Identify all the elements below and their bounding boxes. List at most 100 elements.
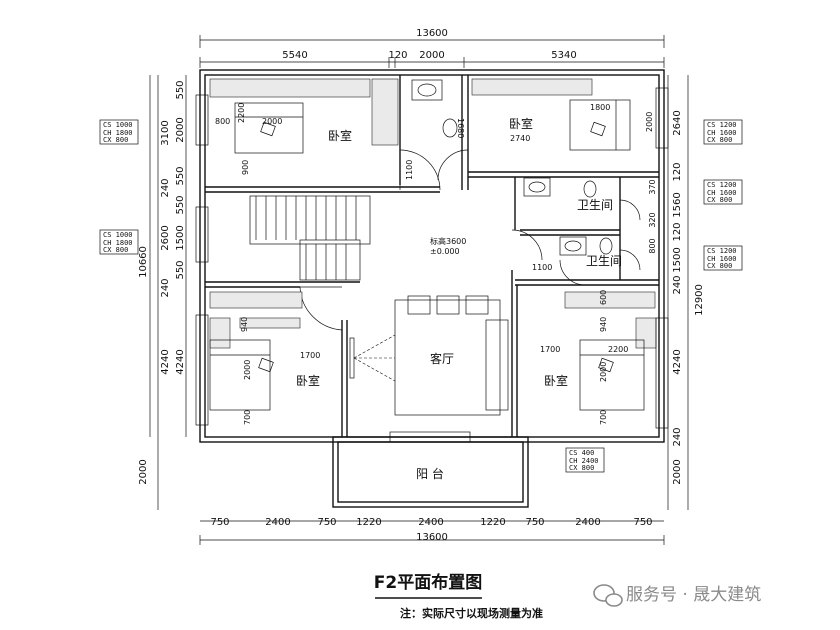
svg-text:CS 1200: CS 1200 bbox=[707, 181, 737, 189]
living-rug bbox=[394, 299, 501, 416]
dim-tr-1800: 1800 bbox=[590, 103, 610, 112]
dim-br-700: 700 bbox=[599, 410, 608, 425]
room-balcony: 阳 台 bbox=[416, 466, 444, 481]
right-total: 12900 bbox=[694, 284, 705, 316]
room-living: 客厅 bbox=[430, 351, 454, 366]
left-inner-4: 550 bbox=[175, 195, 186, 214]
bed-bottom-left bbox=[209, 339, 271, 411]
bottom-dim-6: 1220 bbox=[480, 517, 505, 528]
right-inner-2: 320 bbox=[648, 212, 657, 227]
dim-tr-2740: 2740 bbox=[510, 134, 530, 143]
dim-c-1680: 1680 bbox=[456, 118, 465, 138]
right-outer-6: 240 bbox=[672, 275, 683, 294]
right-outer-5: 1500 bbox=[672, 247, 683, 272]
dim-bl-2000: 2000 bbox=[243, 360, 252, 380]
svg-text:CX 800: CX 800 bbox=[707, 262, 732, 270]
living-furniture bbox=[349, 295, 509, 416]
left-outer-5: 4240 bbox=[160, 349, 171, 374]
doors bbox=[299, 149, 641, 331]
svg-text:CH 1800: CH 1800 bbox=[103, 239, 133, 247]
left-outer-3: 2600 bbox=[160, 225, 171, 250]
left-outer-1: 3100 bbox=[160, 120, 171, 145]
top-dim-3: 2000 bbox=[419, 50, 444, 61]
svg-text:CS 400: CS 400 bbox=[569, 449, 594, 457]
svg-text:CX 800: CX 800 bbox=[707, 136, 732, 144]
room-bedroom-bottom-left: 卧室 bbox=[296, 373, 320, 388]
dim-tl-900: 900 bbox=[241, 160, 250, 175]
svg-text:CH 1800: CH 1800 bbox=[103, 129, 133, 137]
svg-text:CS 1200: CS 1200 bbox=[707, 247, 737, 255]
staircase bbox=[249, 195, 371, 281]
svg-text:CX 800: CX 800 bbox=[569, 464, 594, 472]
svg-text:CX 800: CX 800 bbox=[103, 246, 128, 254]
bed-top-right bbox=[569, 99, 631, 151]
interior-walls bbox=[205, 75, 659, 437]
svg-text:CX 800: CX 800 bbox=[707, 196, 732, 204]
top-dimensions: 13600 5540 120 2000 5340 bbox=[199, 28, 665, 68]
window-tag-5: CS 1200 CH 1600 CX 800 bbox=[703, 245, 743, 271]
drawing-note: 注：实际尺寸以现场测量为准 bbox=[400, 606, 543, 620]
elevation-label: 标高3600 bbox=[430, 236, 466, 246]
svg-text:CX 800: CX 800 bbox=[103, 136, 128, 144]
left-inner-6: 550 bbox=[175, 260, 186, 279]
top-dim-2: 120 bbox=[388, 50, 407, 61]
right-outer-2: 120 bbox=[672, 162, 683, 181]
bottom-dim-3: 750 bbox=[317, 517, 336, 528]
svg-text:CS 1000: CS 1000 bbox=[103, 231, 133, 239]
right-outer-3: 1560 bbox=[672, 192, 683, 217]
wechat-logo-icon bbox=[593, 584, 623, 607]
tv-unit bbox=[349, 337, 355, 379]
top-dim-4: 5340 bbox=[551, 50, 576, 61]
bottom-dim-9: 750 bbox=[633, 517, 652, 528]
top-dim-1: 5540 bbox=[282, 50, 307, 61]
right-inner-1: 370 bbox=[648, 179, 657, 194]
bottom-dim-8: 2400 bbox=[575, 517, 600, 528]
bottom-dim-1: 750 bbox=[210, 517, 229, 528]
dim-tl-2000: 2000 bbox=[262, 117, 282, 126]
room-bathroom-2: 卫生间 bbox=[586, 254, 622, 268]
svg-text:CH 1600: CH 1600 bbox=[707, 255, 737, 263]
stair-treads bbox=[255, 196, 357, 280]
right-inner-3: 800 bbox=[648, 238, 657, 253]
bathroom-fixtures bbox=[411, 79, 613, 256]
room-bedroom-bottom-right: 卧室 bbox=[544, 373, 568, 388]
dim-bl-700: 700 bbox=[243, 410, 252, 425]
right-outer-7: 4240 bbox=[672, 349, 683, 374]
left-inner-3: 550 bbox=[175, 166, 186, 185]
beds bbox=[209, 99, 645, 411]
window-tag-1: CS 1000 CH 1800 CX 800 bbox=[99, 119, 139, 145]
window-tag-6: CS 400 CH 2400 CX 800 bbox=[565, 447, 605, 473]
room-bathroom-1: 卫生间 bbox=[577, 198, 613, 212]
dim-br-2200: 2200 bbox=[608, 345, 628, 354]
top-total-dim: 13600 bbox=[416, 28, 448, 39]
window-tag-4: CS 1200 CH 1600 CX 800 bbox=[703, 179, 743, 205]
drawing-title: F2平面布置图 bbox=[374, 572, 482, 593]
dim-bl-1700: 1700 bbox=[300, 351, 320, 360]
left-dimensions: 3100 240 2600 240 4240 2000 550 2000 550… bbox=[138, 75, 187, 510]
room-bedroom-top-left: 卧室 bbox=[328, 128, 352, 143]
dim-tl-2200: 2200 bbox=[237, 103, 246, 123]
elevation-zero: ±0.000 bbox=[430, 247, 460, 256]
room-bedroom-top-right: 卧室 bbox=[509, 116, 533, 131]
watermark-text: 服务号 · 晟大建筑 bbox=[626, 585, 761, 605]
right-outer-9: 2000 bbox=[672, 459, 683, 484]
dim-br-940: 940 bbox=[599, 317, 608, 332]
svg-text:CS 1200: CS 1200 bbox=[707, 121, 737, 129]
bed-bottom-right bbox=[579, 339, 645, 411]
left-inner-5: 1500 bbox=[175, 225, 186, 250]
window-tag-2: CS 1000 CH 1800 CX 800 bbox=[99, 229, 139, 255]
dim-br-600: 600 bbox=[599, 290, 608, 305]
right-outer-8: 240 bbox=[672, 427, 683, 446]
sofa bbox=[485, 319, 509, 411]
dim-bl-940: 940 bbox=[240, 317, 249, 332]
svg-text:CH 2400: CH 2400 bbox=[569, 457, 599, 465]
right-outer-1: 2640 bbox=[672, 110, 683, 135]
right-dimensions: 2640 120 1560 120 1500 240 4240 240 2000… bbox=[648, 75, 705, 510]
cabinets bbox=[209, 78, 657, 349]
left-outer-2: 240 bbox=[160, 178, 171, 197]
interior-dimensions: 800 2200 2000 900 1100 1680 1800 2740 20… bbox=[215, 103, 654, 425]
dim-br-1700: 1700 bbox=[540, 345, 560, 354]
bottom-total-dim: 13600 bbox=[416, 532, 448, 543]
bottom-dimensions: 750 2400 750 1220 2400 1220 750 2400 750… bbox=[199, 517, 665, 545]
right-outer-4: 120 bbox=[672, 222, 683, 241]
